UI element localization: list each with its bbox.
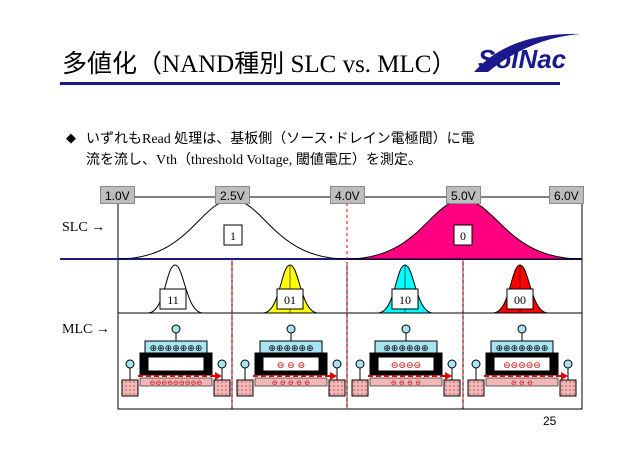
bullet-text-line-2: 流を流し、Vth（threshold Voltage, 閾値電圧）を測定。 xyxy=(86,153,422,168)
mlc-state-11: 11 xyxy=(167,293,179,307)
slc-label-box-0 xyxy=(453,224,473,246)
solnac-logo: SolNac xyxy=(474,33,580,74)
gate-charges: ⊕⊕⊕⊕⊕⊕⊕ xyxy=(496,344,549,354)
page-number: 25 xyxy=(543,414,557,428)
svg-text:SolNac: SolNac xyxy=(478,44,567,74)
slc-state-0: 0 xyxy=(460,229,466,243)
mlc-state-00: 00 xyxy=(514,293,526,307)
bullet-text-line-1: いずれもRead 処理は、基板側（ソース･ドレイン電極間）に電 xyxy=(86,132,475,147)
voltage-label-3: 4.0V xyxy=(330,186,365,204)
title-underline xyxy=(60,82,560,85)
slc-row-label: SLC → xyxy=(62,220,106,235)
floating-gate-electrons: ⊖ ⊖ ⊖ xyxy=(277,361,305,371)
floating-gate-electrons: ⊖⊖⊖⊖ xyxy=(391,361,421,371)
mlc-cell-2: ⊕⊕⊕⊕⊕⊕ ⊖ ⊖ ⊖ ⊖ ⊖ ⊖ ⊖ ⊖ xyxy=(236,324,346,397)
channel-charges: ⊖ ⊖ ⊖ ⊖ ⊖ xyxy=(272,379,310,387)
voltage-label-5: 6.0V xyxy=(549,186,584,204)
slc-label-box-1 xyxy=(223,224,243,246)
bullet-diamond-icon: ◆ xyxy=(66,130,76,145)
floating-gate-electrons: ⊖⊖⊖⊖⊖ xyxy=(503,361,541,371)
mlc-state-10: 10 xyxy=(399,293,411,307)
gate-charges: ⊕⊕⊕⊕⊕⊕ xyxy=(383,344,428,354)
gate-charges: ⊕⊕⊕⊕⊕⊕⊕ xyxy=(150,344,203,354)
voltage-label-2: 2.5V xyxy=(215,186,250,204)
gate-charges: ⊕⊕⊕⊕⊕⊕ xyxy=(268,344,313,354)
mlc-cell-1: ⊕⊕⊕⊕⊕⊕⊕ ⊖⊖⊖⊖⊖⊖⊖⊖⊖ xyxy=(121,324,231,397)
mlc-cell-4: ⊕⊕⊕⊕⊕⊕⊕ ⊖⊖⊖⊖⊖ ⊖ ⊖ ⊖ xyxy=(467,324,577,397)
slc-state-1: 1 xyxy=(230,229,236,243)
channel-charges: ⊖⊖⊖⊖⊖⊖⊖⊖⊖ xyxy=(150,379,203,387)
mlc-cell-3: ⊕⊕⊕⊕⊕⊕ ⊖⊖⊖⊖ ⊖ ⊖ ⊖ ⊖ xyxy=(351,324,461,397)
mlc-state-01: 01 xyxy=(284,293,296,307)
mlc-curve-11 xyxy=(147,264,204,314)
channel-charges: ⊖ ⊖ ⊖ xyxy=(511,379,533,387)
voltage-label-1: 1.0V xyxy=(100,186,135,204)
channel-charges: ⊖ ⊖ ⊖ ⊖ xyxy=(391,379,421,387)
mlc-row-label: MLC → xyxy=(62,322,110,337)
voltage-label-4: 5.0V xyxy=(446,186,481,204)
page-title: 多値化（NAND種別 SLC vs. MLC） xyxy=(62,51,457,78)
